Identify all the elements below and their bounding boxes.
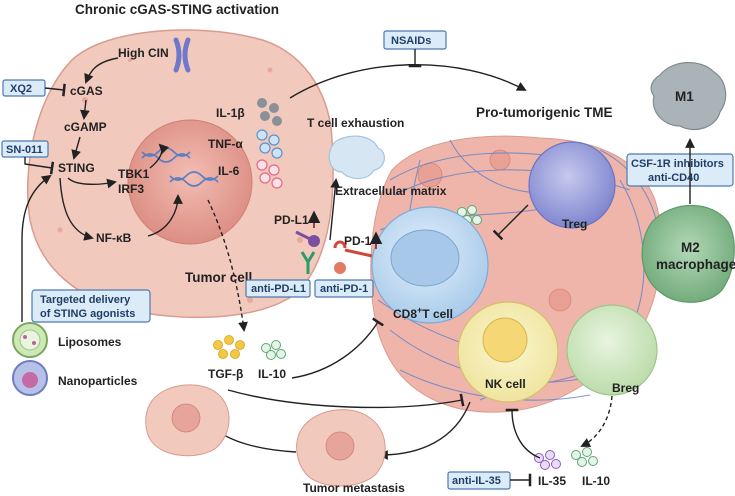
treg-cell [528,141,616,229]
dna-icon [141,147,219,187]
arrow-cin-cgas [84,57,119,84]
label-m1: M1 [675,89,694,104]
targeted-delivery-box [31,289,151,323]
label-m2: M2 [681,240,700,255]
pd1-receptor-icon [333,240,373,274]
label-liposomes: Liposomes [58,335,122,349]
chromosome-icon [173,37,191,73]
inhibit-tgfb-nk [227,389,465,409]
label-anti-il35: anti-IL-35 [452,475,501,487]
label-csf1r-2: anti-CD40 [648,172,699,184]
anti-pd1-box [314,279,374,298]
arrow-tme-metastasis [378,401,471,460]
label-nfkb: NF-κB [96,231,132,245]
pdl1-receptor-icon [295,230,320,247]
arrow-breg-secretion [580,395,613,447]
label-tumor-cell: Tumor cell [185,270,252,285]
diagram-title: Chronic cGAS-STING activation [75,2,279,17]
cell-speckles [57,58,303,303]
label-tme-title: Pro-tumorigenic TME [476,105,613,120]
arrow-nfkb-nucleus [147,194,183,237]
label-tnfa: TNF-α [208,137,243,151]
label-anti-pd1: anti-PD-1 [320,283,368,295]
label-nanoparticles: Nanoparticles [58,374,138,388]
label-tbk1: TBK1 [118,167,150,181]
label-treg: Treg [562,217,587,231]
tgfb-molecules [213,335,245,359]
il10-right-molecules [571,447,598,467]
inhibit-sn011-sting [24,157,55,175]
label-cgas: cGAS [70,84,103,98]
il6-molecules [256,159,283,189]
label-il10-left: IL-10 [258,367,286,381]
label-il35: IL-35 [538,474,566,488]
inhibit-il35-nk [505,408,541,459]
anti-pdl1-box [245,279,311,298]
m1-macrophage [650,61,727,131]
csf1r-box [626,153,734,187]
metastasis-nucleus-right [325,431,355,461]
label-m2-macrophage: macrophage [656,257,735,272]
arrow-sting-nfkb [59,177,94,241]
il10-left-molecules [261,340,286,360]
arrow-cgamp-sting [71,136,81,160]
label-high-cin: High CIN [118,46,169,60]
label-il1b: IL-1β [216,106,245,120]
il35-molecules [534,450,561,470]
label-targeted-2: of STING agonists [40,308,135,320]
label-sn011: SN-011 [6,144,43,156]
liposome-icon [12,322,48,358]
label-breg: Breg [612,381,639,395]
label-il10-right: IL-10 [582,474,610,488]
cd8-nucleus [390,229,460,287]
label-xq2: XQ2 [10,83,32,95]
m2-macrophage [641,204,735,303]
label-csf1r-1: CSF-1R inhibitors [631,158,724,170]
arrow-to-exhaustion [329,178,341,241]
arrow-tbk1-nucleus [149,143,170,169]
label-pd1: PD-1 [344,234,372,248]
label-il6: IL-6 [218,164,240,178]
label-anti-pdl1: anti-PD-L1 [251,283,306,295]
label-targeted-1: Targeted delivery [40,294,131,306]
label-ecm: Extracellular matrix [335,184,447,198]
breg-cell [566,304,658,396]
tnfa-molecules [256,129,283,159]
anti-pdl1-antibody-icon [300,251,316,274]
label-nk-cell: NK cell [485,377,526,391]
arrow-cytokines-tme [289,64,527,99]
arrow-sting-tbk1 [67,177,117,189]
label-pdl1: PD-L1 [274,213,309,227]
label-cgamp: cGAMP [64,120,107,134]
nanoparticle-icon [12,360,48,396]
label-nsaids: NSAIDs [391,35,431,47]
label-irf3: IRF3 [118,182,144,196]
nk-nucleus [482,317,528,363]
exhausted-t-cell-icon [328,135,385,180]
label-t-cell-exhaustion: T cell exhaustion [307,116,404,130]
label-tumor-metastasis: Tumor metastasis [303,481,405,495]
inhibit-treg-cd8 [492,204,529,241]
label-sting: STING [58,161,95,175]
label-cd8-t-cell: CD8+T cell [393,305,453,321]
arrow-cgas-cgamp [79,99,90,120]
arrow-nucleus-secretion [207,199,248,332]
arrow-delivery-sting [21,174,52,322]
il1b-molecules [257,98,282,126]
inhibit-il10-cd8 [291,317,384,379]
metastasis-nucleus-left [171,403,201,433]
inhibit-xq2-cgas [44,83,66,97]
label-tgfb: TGF-β [208,367,243,381]
